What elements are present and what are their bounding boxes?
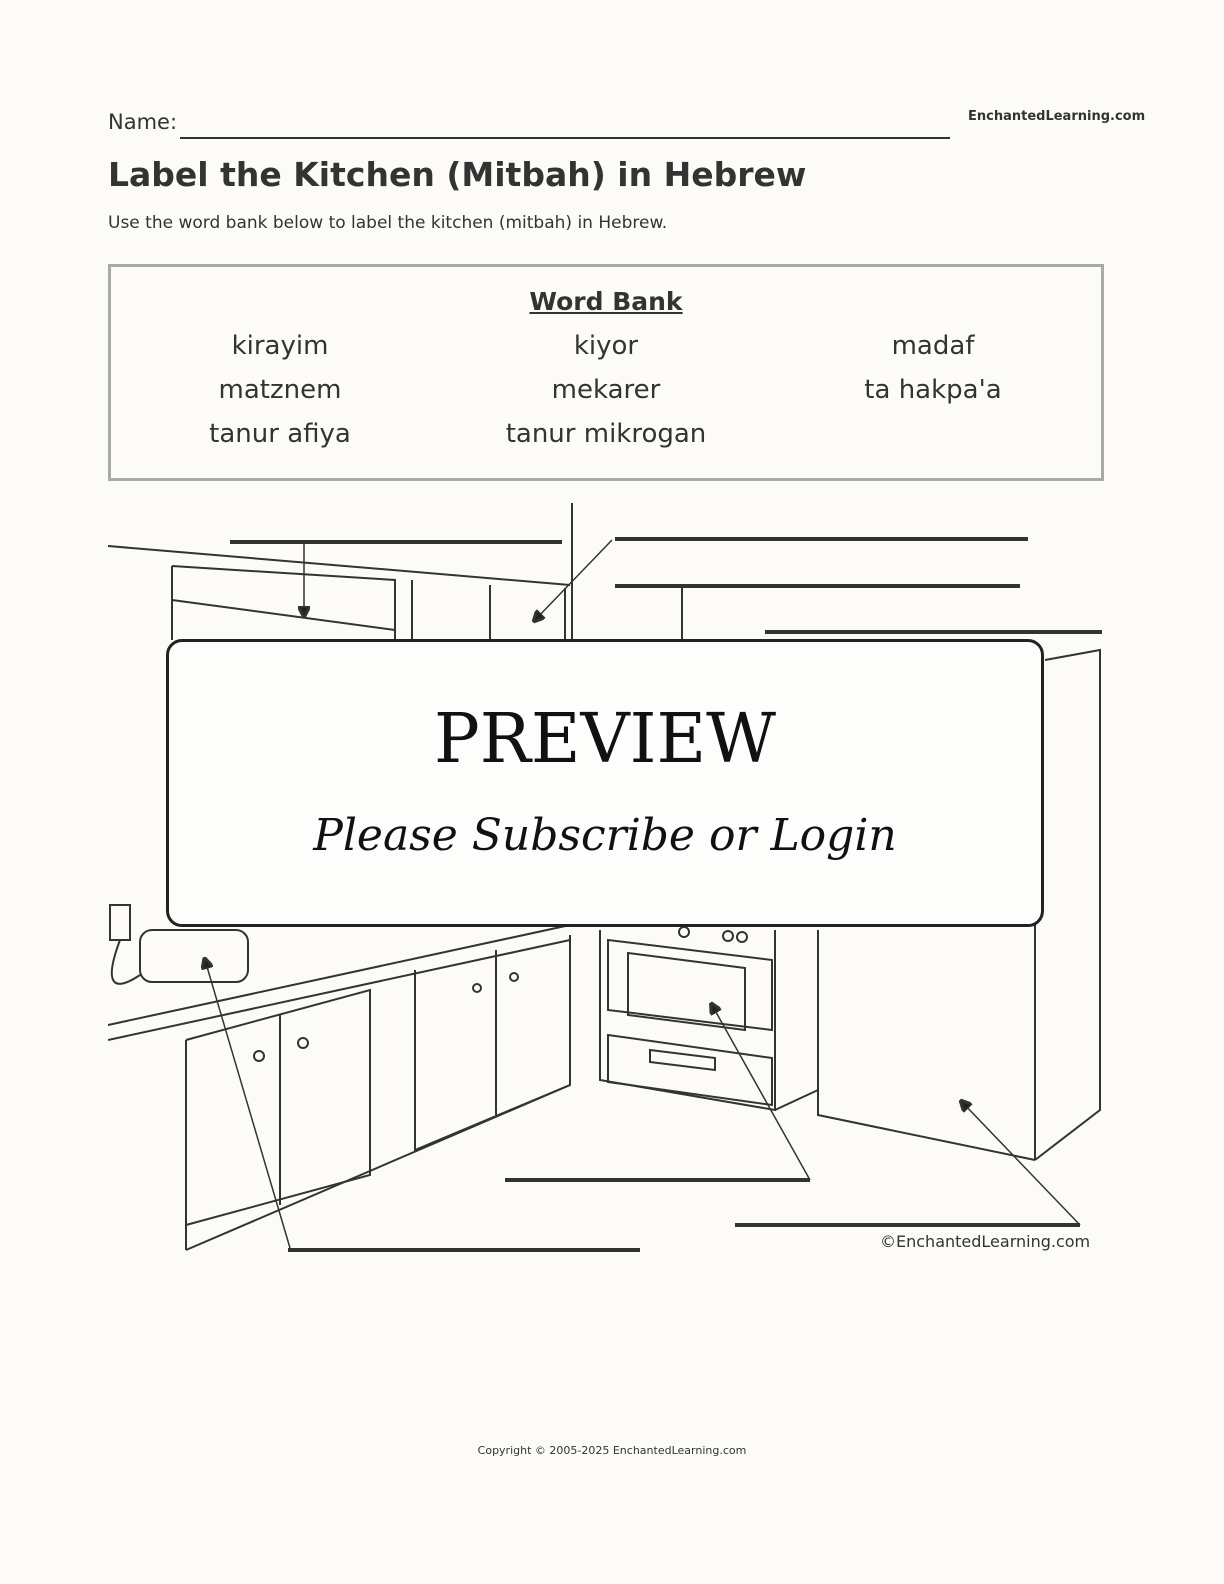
site-logo-text: EnchantedLearning.com [968,109,1146,124]
name-answer-line[interactable] [180,137,950,139]
subscribe-login-prompt[interactable]: Please Subscribe or Login [313,810,897,861]
word-bank-item: mekarer [551,375,661,405]
preview-overlay[interactable]: PREVIEW Please Subscribe or Login [166,639,1044,927]
kitchen-illustration [108,503,1102,1252]
instructions: Use the word bank below to label the kit… [108,213,668,233]
word-bank-item: kiyor [573,331,639,361]
word-bank-item: madaf [891,331,975,361]
word-bank-item: tanur afiya [209,419,351,449]
copyright: Copyright © 2005-2025 EnchantedLearning.… [477,1444,747,1457]
name-label: Name: [108,110,178,134]
word-bank-item: matznem [218,375,342,405]
preview-title: PREVIEW [433,700,777,779]
word-bank-item: kirayim [231,331,329,361]
word-bank-item: ta hakpa'a [864,375,1002,405]
illustration-credit: ©EnchantedLearning.com [880,1232,1091,1251]
page-title: Label the Kitchen (Mitbah) in Hebrew [108,155,807,194]
word-bank-item: tanur mikrogan [505,419,707,449]
word-bank-title: Word Bank [529,287,683,316]
word-bank: Word Bank kirayim kiyor madaf matznem me… [108,264,1104,481]
